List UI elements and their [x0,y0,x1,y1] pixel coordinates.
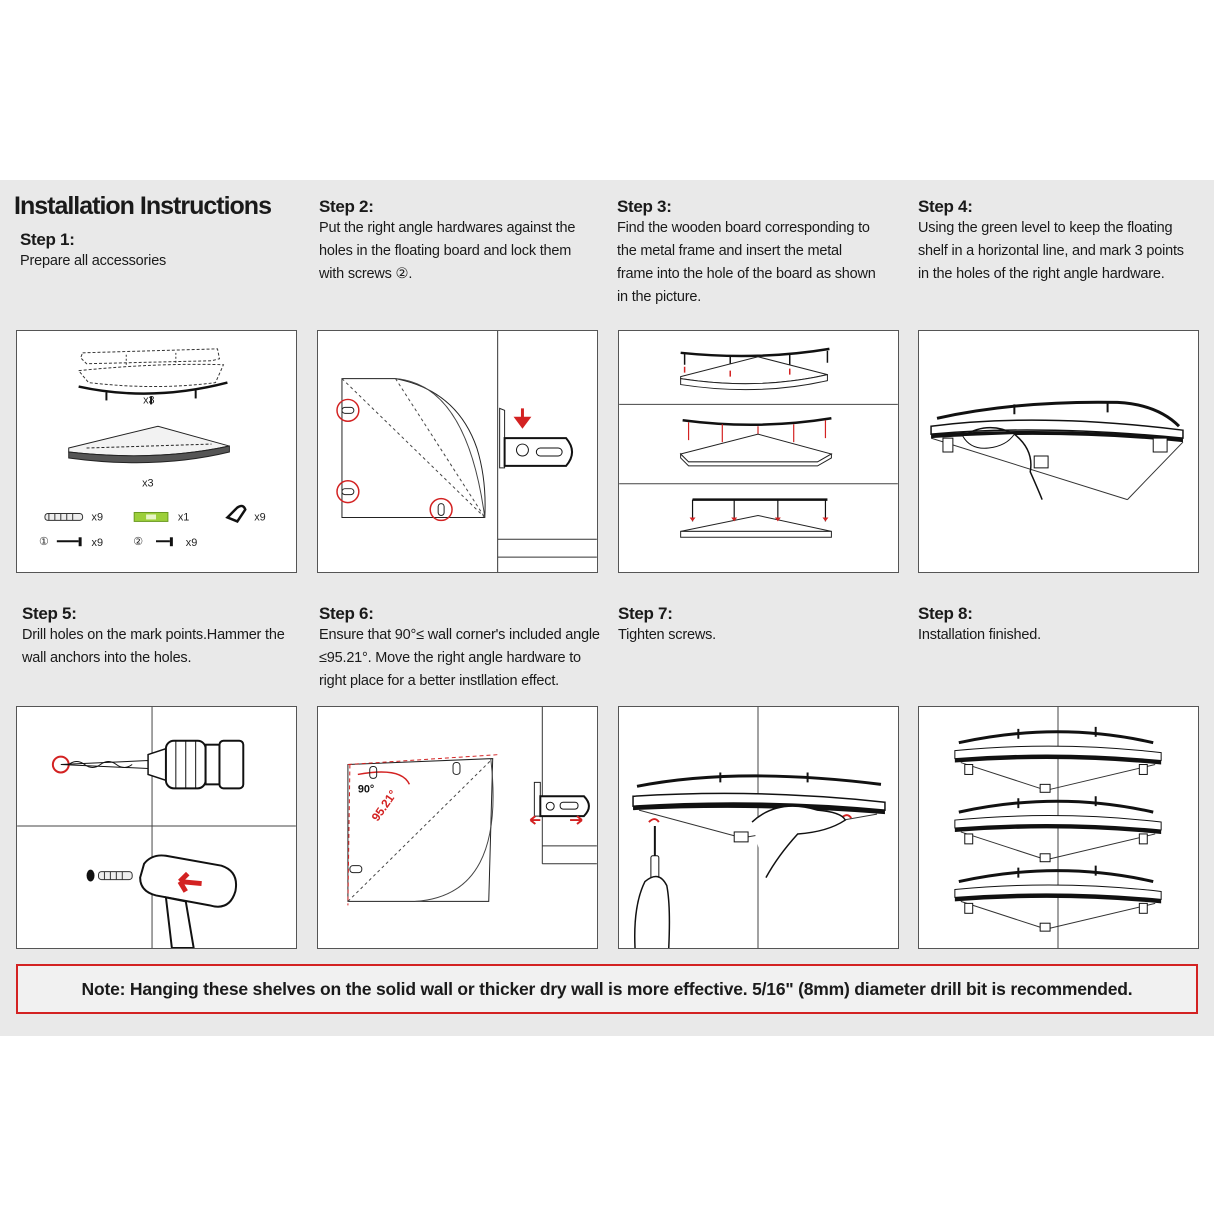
board-quantity: x3 [142,478,154,490]
hammer-icon [139,854,237,948]
bracket-hole-marker [429,497,453,522]
step-4-title: Step 4: [918,197,973,216]
step-1-illustration: x3 x3 x9 x1 x9 ① x9 ② [16,330,297,573]
step-6-text: Ensure that 90°≤ wall corner's included … [319,627,600,689]
step-3-text: Find the wooden board corresponding to t… [617,220,876,305]
step-7-title: Step 7: [618,604,673,623]
anchor-quantity: x9 [92,511,104,523]
step-7-text: Tighten screws. [618,627,716,643]
step-3-illustration [618,330,899,573]
bracket-quantity: x9 [254,511,266,523]
step-3-title: Step 3: [617,197,672,216]
step-8-illustration [918,706,1199,949]
step-1-title: Step 1: [20,230,75,249]
step-3-block: Step 3: Find the wooden board correspond… [617,197,876,309]
accessories-drawing: x3 x3 x9 x1 x9 ① x9 ② [39,348,266,549]
step-4-text: Using the green level to keep the floati… [918,220,1184,282]
page-title: Installation Instructions [14,192,272,220]
wall-anchor-icon [44,512,84,521]
step-5-illustration [16,706,297,949]
frame-quantity: x3 [143,394,155,406]
note-banner: Note: Hanging these shelves on the solid… [16,964,1198,1014]
shelf-1 [954,726,1162,793]
step-6-illustration: 90° 95.21° [317,706,598,949]
right-angle-bracket-icon [942,437,1168,469]
screw-2-quantity: x9 [186,537,198,549]
hand-icon [962,426,1043,500]
step-6-block: Step 6: Ensure that 90°≤ wall corner's i… [319,604,600,693]
step-4-block: Step 4: Using the green level to keep th… [918,197,1184,286]
step-8-text: Installation finished. [918,627,1041,643]
step-8-block: Step 8: Installation finished. [918,604,1041,647]
bubble-level-icon [133,511,169,522]
level-quantity: x1 [178,511,190,523]
arrow-down-icon [513,408,532,429]
bracket-hole-marker [336,480,360,504]
note-text: Note: Hanging these shelves on the solid… [81,978,1133,999]
step-2-title: Step 2: [319,197,374,216]
step-5-title: Step 5: [22,604,77,623]
step-8-title: Step 8: [918,604,973,623]
right-angle-bracket-icon [225,504,247,523]
screw-1-quantity: x9 [92,537,104,549]
step-2-block: Step 2: Put the right angle hardwares ag… [319,197,575,286]
hand-icon [634,805,847,948]
step-6-title: Step 6: [319,604,374,623]
screw-icon [56,537,82,547]
step-2-text: Put the right angle hardwares against th… [319,220,576,282]
step-7-block: Step 7: Tighten screws. [618,604,716,647]
step-1-text: Prepare all accessories [20,253,167,269]
step-7-illustration [618,706,899,949]
screw-1-marker: ① [39,536,49,548]
step-2-illustration [317,330,598,573]
step-5-text: Drill holes on the mark points.Hammer th… [22,627,285,666]
bracket-hole-marker [336,398,360,422]
shelf-2 [954,796,1162,863]
shelf-3 [954,865,1162,932]
right-angle-bracket-icon [499,407,574,469]
step-5-block: Step 5: Drill holes on the mark points.H… [22,604,285,670]
drill-icon [60,739,245,790]
wall-anchor-icon [86,869,133,882]
angle-min-label: 90° [358,783,374,795]
step-1-block: Step 1: Prepare all accessories [20,230,166,273]
step-4-illustration [918,330,1199,573]
screw-icon [156,537,173,547]
screw-2-marker: ② [133,536,143,548]
screwdriver-icon [650,826,660,883]
right-angle-bracket-icon [533,781,590,818]
